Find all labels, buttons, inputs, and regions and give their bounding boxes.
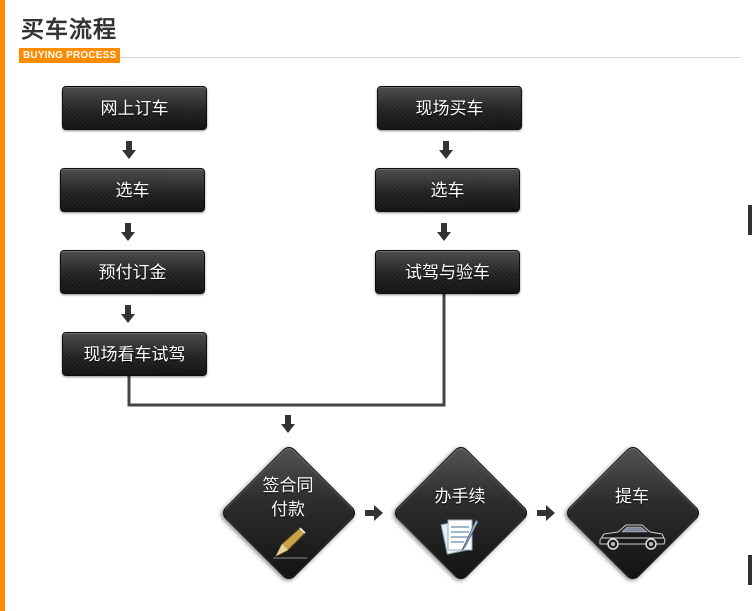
step-label: 办手续: [434, 487, 486, 507]
arrow-right-icon: [537, 505, 555, 521]
step-select-car-offline[interactable]: 选车: [375, 168, 520, 212]
merge-connector-line: [127, 294, 446, 407]
arrow-down-icon: [281, 415, 295, 433]
documents-icon: [440, 519, 479, 555]
pen-icon: [273, 527, 307, 559]
arrow-right-icon: [365, 505, 383, 521]
page-title: 买车流程: [21, 17, 117, 43]
arrow-down-icon: [437, 223, 451, 241]
step-onsite-purchase[interactable]: 现场买车: [377, 86, 522, 130]
step-label: 提车: [615, 487, 649, 507]
subtitle-badge: BUYING PROCESS: [19, 48, 121, 63]
step-pick-up-car[interactable]: 提车: [563, 443, 703, 583]
diamond-shape: [391, 443, 531, 583]
step-select-car-online[interactable]: 选车: [60, 168, 205, 212]
arrow-down-icon: [121, 223, 135, 241]
edge-scroll-mark: [748, 555, 752, 585]
step-onsite-view-test-drive[interactable]: 现场看车试驾: [62, 332, 207, 376]
accent-side-bar: [0, 0, 5, 611]
step-test-drive-inspection[interactable]: 试驾与验车: [375, 250, 520, 294]
step-sign-contract-pay[interactable]: 签合同 付款: [219, 443, 359, 583]
arrow-down-icon: [122, 141, 136, 159]
step-prepay-deposit[interactable]: 预付订金: [60, 250, 205, 294]
step-online-order[interactable]: 网上订车: [62, 86, 207, 130]
diamond-shape: [563, 443, 703, 583]
arrow-down-icon: [439, 141, 453, 159]
arrow-down-icon: [121, 305, 135, 323]
title-divider: [19, 57, 741, 58]
step-handle-paperwork[interactable]: 办手续: [391, 443, 531, 583]
step-label-line1: 签合同: [262, 476, 314, 496]
edge-scroll-mark: [748, 205, 752, 235]
car-icon: [599, 524, 666, 550]
step-label-line2: 付款: [271, 500, 305, 520]
